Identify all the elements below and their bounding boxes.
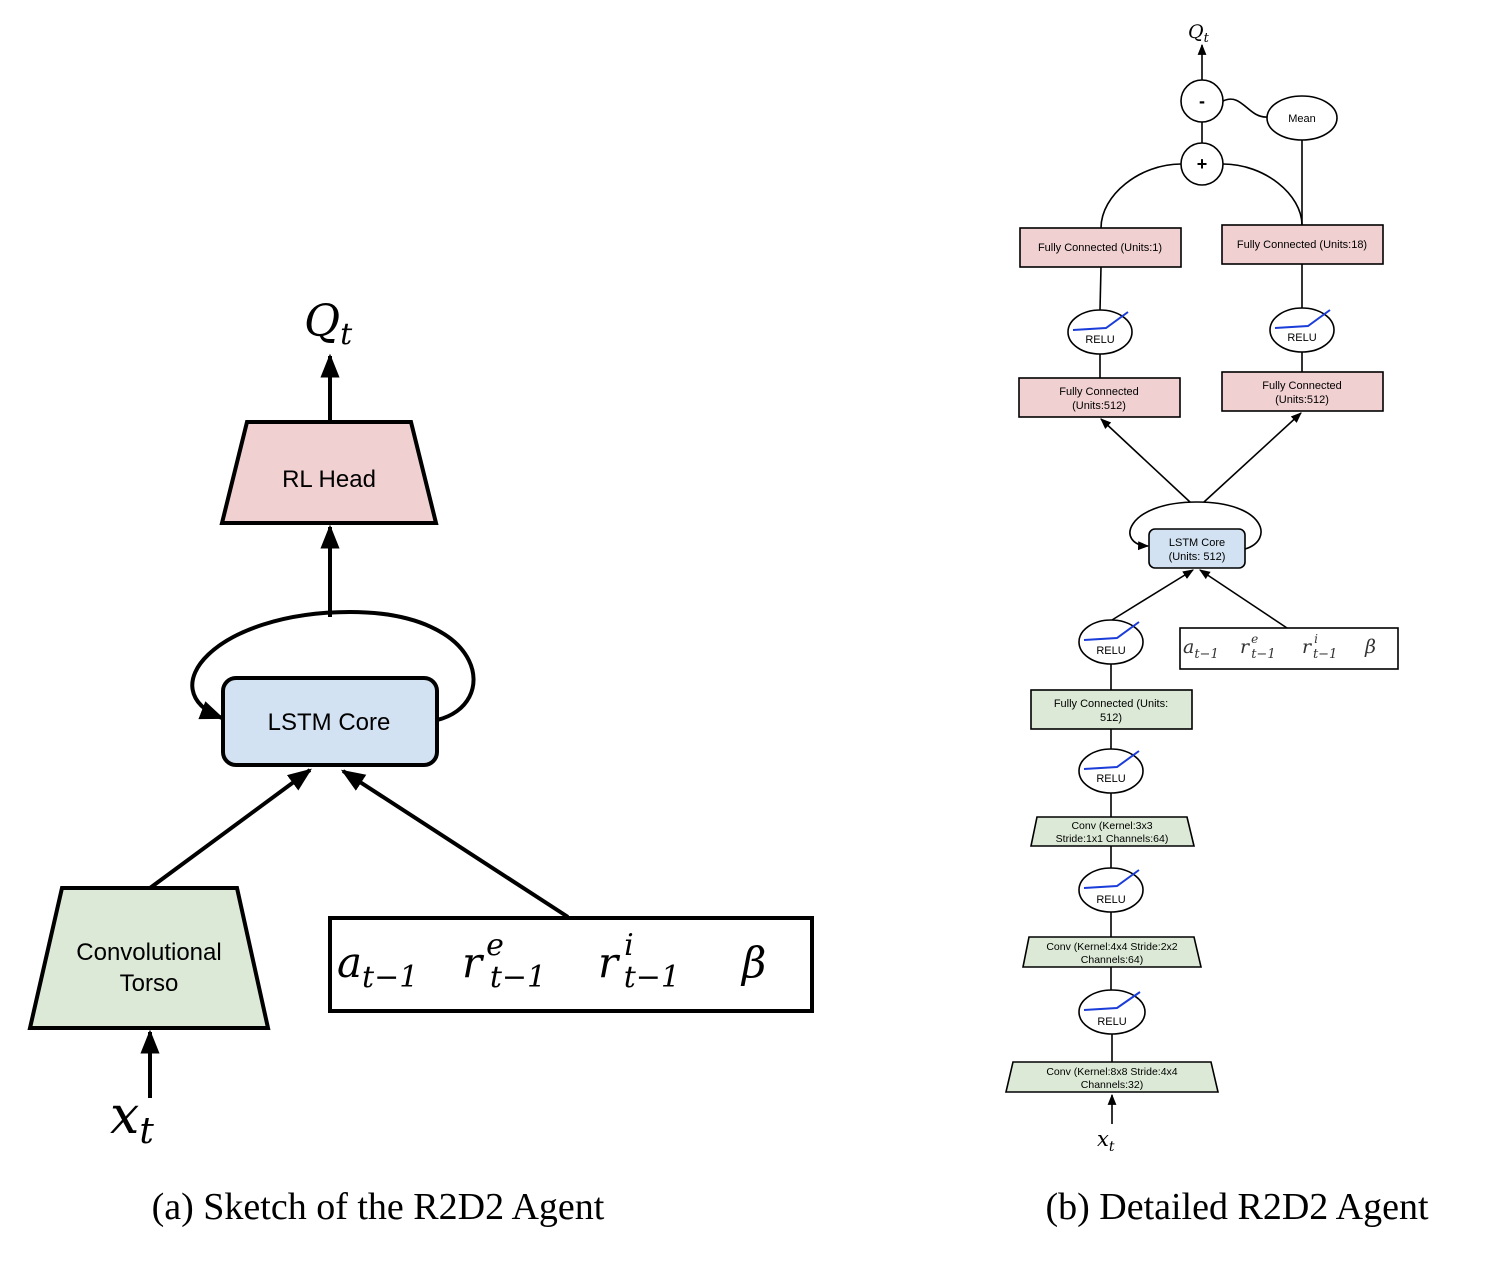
panel-b-input-label: xt (1097, 1127, 1115, 1155)
conv2-block (1022, 936, 1203, 968)
conv1-label-line2: Channels:32) (1081, 1079, 1143, 1091)
relu-curve-icon (1083, 750, 1140, 770)
panel-b-lstm-recurrent-loop (1129, 501, 1262, 551)
relu-conv2-label: RELU (1096, 894, 1125, 906)
relu-advantage-node: RELU (1269, 307, 1335, 353)
fc-advantage-block (1221, 224, 1384, 265)
fc512-value-block (1018, 377, 1181, 418)
relu-curve-icon (1274, 309, 1331, 329)
minus-node-label: - (1199, 91, 1205, 111)
arrow-torso-to-lstm (148, 768, 312, 890)
arrow-relu-to-lstm (1111, 569, 1194, 621)
panel-a-caption: (a) Sketch of the R2D2 Agent (152, 1186, 605, 1228)
fc512-value-label-line2: (Units:512) (1072, 400, 1126, 412)
edge-mean-to-minus (1222, 98, 1268, 118)
relu-conv3-label: RELU (1096, 773, 1125, 785)
rl-head-label: RL Head (282, 466, 376, 493)
mean-node-label: Mean (1288, 113, 1316, 125)
convolutional-torso-block (27, 886, 271, 1030)
relu-conv1-node: RELU (1078, 989, 1146, 1035)
fc512-advantage-block (1221, 371, 1384, 412)
panel-b-lstm-label-line2: (Units: 512) (1169, 551, 1226, 563)
edge-value-to-plus (1100, 163, 1182, 229)
panel-b-caption: (b) Detailed R2D2 Agent (1045, 1186, 1429, 1228)
panel-b-lstm-core-block (1148, 528, 1246, 569)
torso-fc-label-line2: 512) (1100, 712, 1122, 724)
fc512-advantage-label-line2: (Units:512) (1275, 394, 1329, 406)
conv1-label-line1: Conv (Kernel:8x8 Stride:4x4 (1046, 1066, 1177, 1078)
aux-action-label: at−1 (337, 938, 418, 995)
panel-a-output-label: Qt (304, 296, 353, 352)
conv3-label-line2: Stride:1x1 Channels:64) (1056, 833, 1169, 845)
arrow-aux-to-lstm-detailed (1199, 569, 1288, 629)
conv1-block (1004, 1061, 1220, 1093)
plus-node-label: + (1197, 154, 1208, 174)
panel-b-lstm-label-line1: LSTM Core (1169, 537, 1225, 549)
torso-fc-label-line1: Fully Connected (Units: (1054, 698, 1168, 710)
conv2-label-line1: Conv (Kernel:4x4 Stride:2x2 (1046, 941, 1177, 953)
rl-head-block (219, 420, 439, 525)
panel-b-output-label: Qt (1188, 21, 1210, 46)
aux-inputs-box (328, 916, 814, 1013)
fc512-value-label-line1: Fully Connected (1059, 386, 1139, 398)
fc512-advantage-label-line1: Fully Connected (1262, 380, 1342, 392)
edge-advantage-to-plus (1222, 163, 1303, 226)
lstm-core-block (221, 676, 439, 767)
relu-conv1-label: RELU (1097, 1016, 1126, 1028)
fc-value-label: Fully Connected (Units:1) (1038, 242, 1162, 254)
relu-value-label: RELU (1085, 334, 1114, 346)
relu-curve-icon (1083, 869, 1140, 889)
torso-fc-block (1030, 689, 1193, 730)
panel-b-aux-beta-label: β (1364, 636, 1376, 658)
fc-advantage-label: Fully Connected (Units:18) (1237, 239, 1367, 251)
edge-fc-value-relu (1099, 266, 1102, 311)
arrow-lstm-to-fc512-value (1100, 418, 1191, 503)
panel-b-aux-action-label: at−1 (1183, 636, 1219, 662)
panel-b-aux-inputs-box (1179, 627, 1399, 670)
arrow-aux-to-lstm (340, 769, 570, 919)
torso-label-line2: Torso (120, 970, 179, 997)
lstm-recurrent-loop (190, 609, 476, 722)
arrow-lstm-to-fc512-advantage (1203, 412, 1302, 503)
conv3-block (1030, 816, 1196, 847)
lstm-core-label: LSTM Core (268, 709, 391, 736)
panel-a-sketch: Qt RL Head LSTM Core Convolutional Torso… (27, 296, 814, 1228)
relu-torso-fc-label: RELU (1096, 645, 1125, 657)
conv3-label-line1: Conv (Kernel:3x3 (1071, 820, 1152, 832)
relu-advantage-label: RELU (1287, 332, 1316, 344)
panel-a-input-label: xt (110, 1086, 154, 1152)
relu-conv2-node: RELU (1078, 867, 1144, 913)
relu-curve-icon (1083, 991, 1141, 1011)
relu-curve-icon (1083, 621, 1140, 641)
relu-torso-fc-node: RELU (1078, 619, 1144, 665)
panel-b-detailed: Qt - Mean + Fully Connected (Units:1) Fu… (1004, 21, 1429, 1228)
conv2-label-line2: Channels:64) (1081, 954, 1143, 966)
torso-label-line1: Convolutional (76, 939, 221, 966)
relu-curve-icon (1072, 311, 1129, 331)
fc-value-block (1019, 227, 1182, 268)
relu-value-node: RELU (1067, 309, 1133, 355)
relu-conv3-node: RELU (1078, 748, 1144, 794)
aux-beta-label: β (740, 938, 766, 987)
